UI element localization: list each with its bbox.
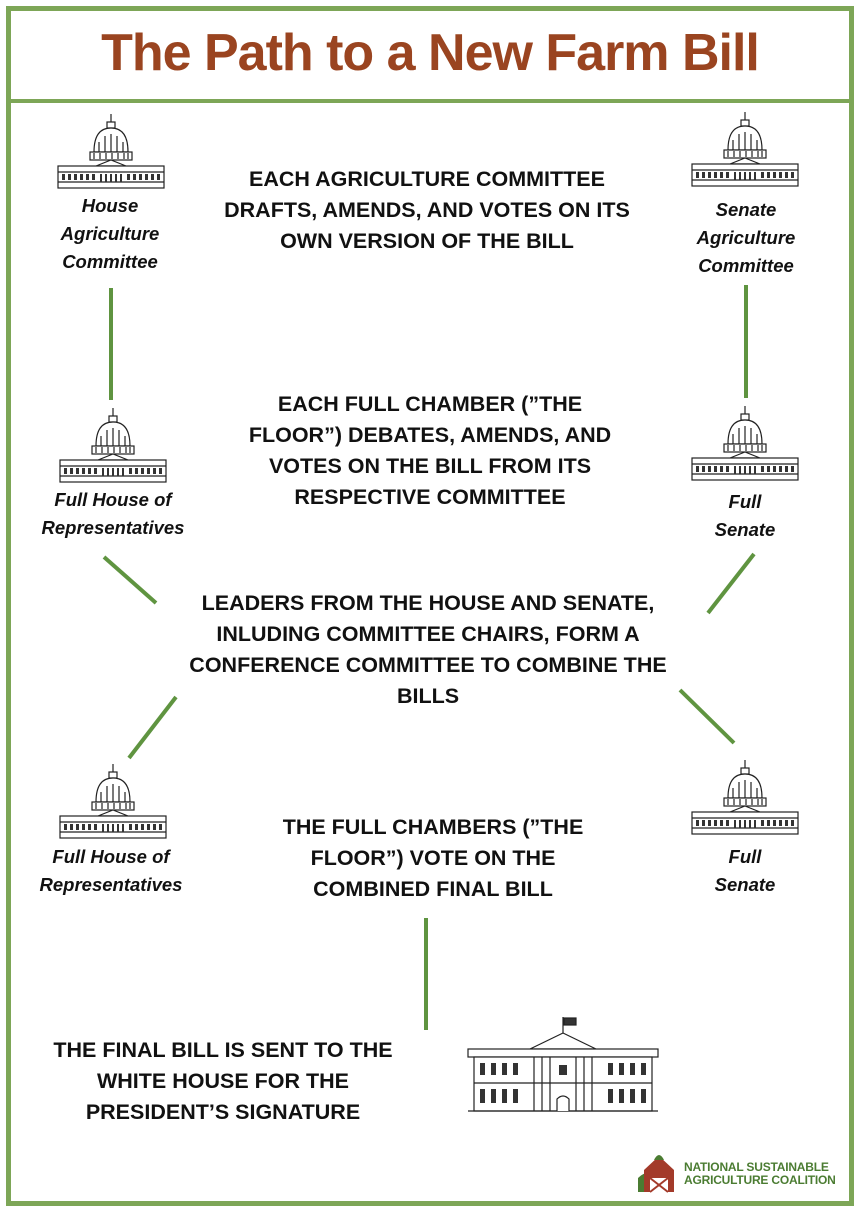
label-line: Committee: [62, 251, 158, 272]
label-line: Agriculture: [60, 223, 160, 244]
label-senate-agriculture-committee: Senate Agriculture Committee: [676, 196, 816, 280]
nsac-logo-icon: [636, 1148, 682, 1194]
label-house-agriculture-committee: House Agriculture Committee: [40, 192, 180, 276]
step-final-vote: THE FULL CHAMBERS (”THE FLOOR”) VOTE ON …: [282, 815, 584, 901]
label-line: Full: [728, 846, 762, 867]
page-title: The Path to a New Farm Bill: [101, 24, 760, 82]
capitol-icon: [56, 112, 166, 192]
label-line: Committee: [698, 255, 794, 276]
label-line: House: [81, 195, 139, 216]
capitol-icon: [58, 406, 168, 486]
logo-line-1: NATIONAL SUSTAINABLE: [684, 1160, 829, 1174]
label-line: Full: [728, 491, 762, 512]
label-line: Senate: [714, 519, 776, 540]
nsac-logo: NATIONAL SUSTAINABLE AGRICULTURE COALITI…: [636, 1148, 841, 1196]
connector-conference-to-house: [127, 695, 178, 760]
step-conference-committee: LEADERS FROM THE HOUSE AND SENATE, INLUD…: [189, 591, 667, 708]
label-line: Full House of: [54, 489, 172, 510]
step-committee-drafts: EACH AGRICULTURE COMMITTEE DRAFTS, AMEND…: [224, 167, 630, 253]
label-full-senate: Full Senate: [690, 488, 800, 544]
connector-house-floor-to-conference: [102, 555, 158, 605]
label-line: Representatives: [41, 517, 185, 538]
capitol-icon: [690, 758, 800, 838]
logo-text: NATIONAL SUSTAINABLE AGRICULTURE COALITI…: [684, 1161, 836, 1187]
label-full-house-of-representatives: Full House of Representatives: [26, 843, 196, 899]
label-line: Full House of: [52, 846, 170, 867]
connector-conference-to-senate: [678, 688, 736, 745]
label-line: Agriculture: [696, 227, 796, 248]
label-line: Senate: [715, 199, 777, 220]
step-white-house: THE FINAL BILL IS SENT TO THE WHITE HOUS…: [53, 1038, 393, 1124]
capitol-icon: [690, 404, 800, 484]
connector-senate-floor-to-conference: [706, 552, 756, 615]
logo-line-2: AGRICULTURE COALITION: [684, 1173, 836, 1187]
title-bar: The Path to a New Farm Bill: [11, 11, 849, 103]
capitol-icon: [58, 762, 168, 842]
label-line: Representatives: [39, 874, 183, 895]
white-house-icon: [466, 1015, 660, 1115]
step-floor-debates: EACH FULL CHAMBER (”THE FLOOR”) DEBATES,…: [248, 392, 612, 509]
capitol-icon: [690, 110, 800, 190]
poster-frame: [6, 6, 854, 1206]
label-line: Senate: [714, 874, 776, 895]
label-full-house-of-representatives: Full House of Representatives: [28, 486, 198, 542]
label-full-senate: Full Senate: [690, 843, 800, 899]
